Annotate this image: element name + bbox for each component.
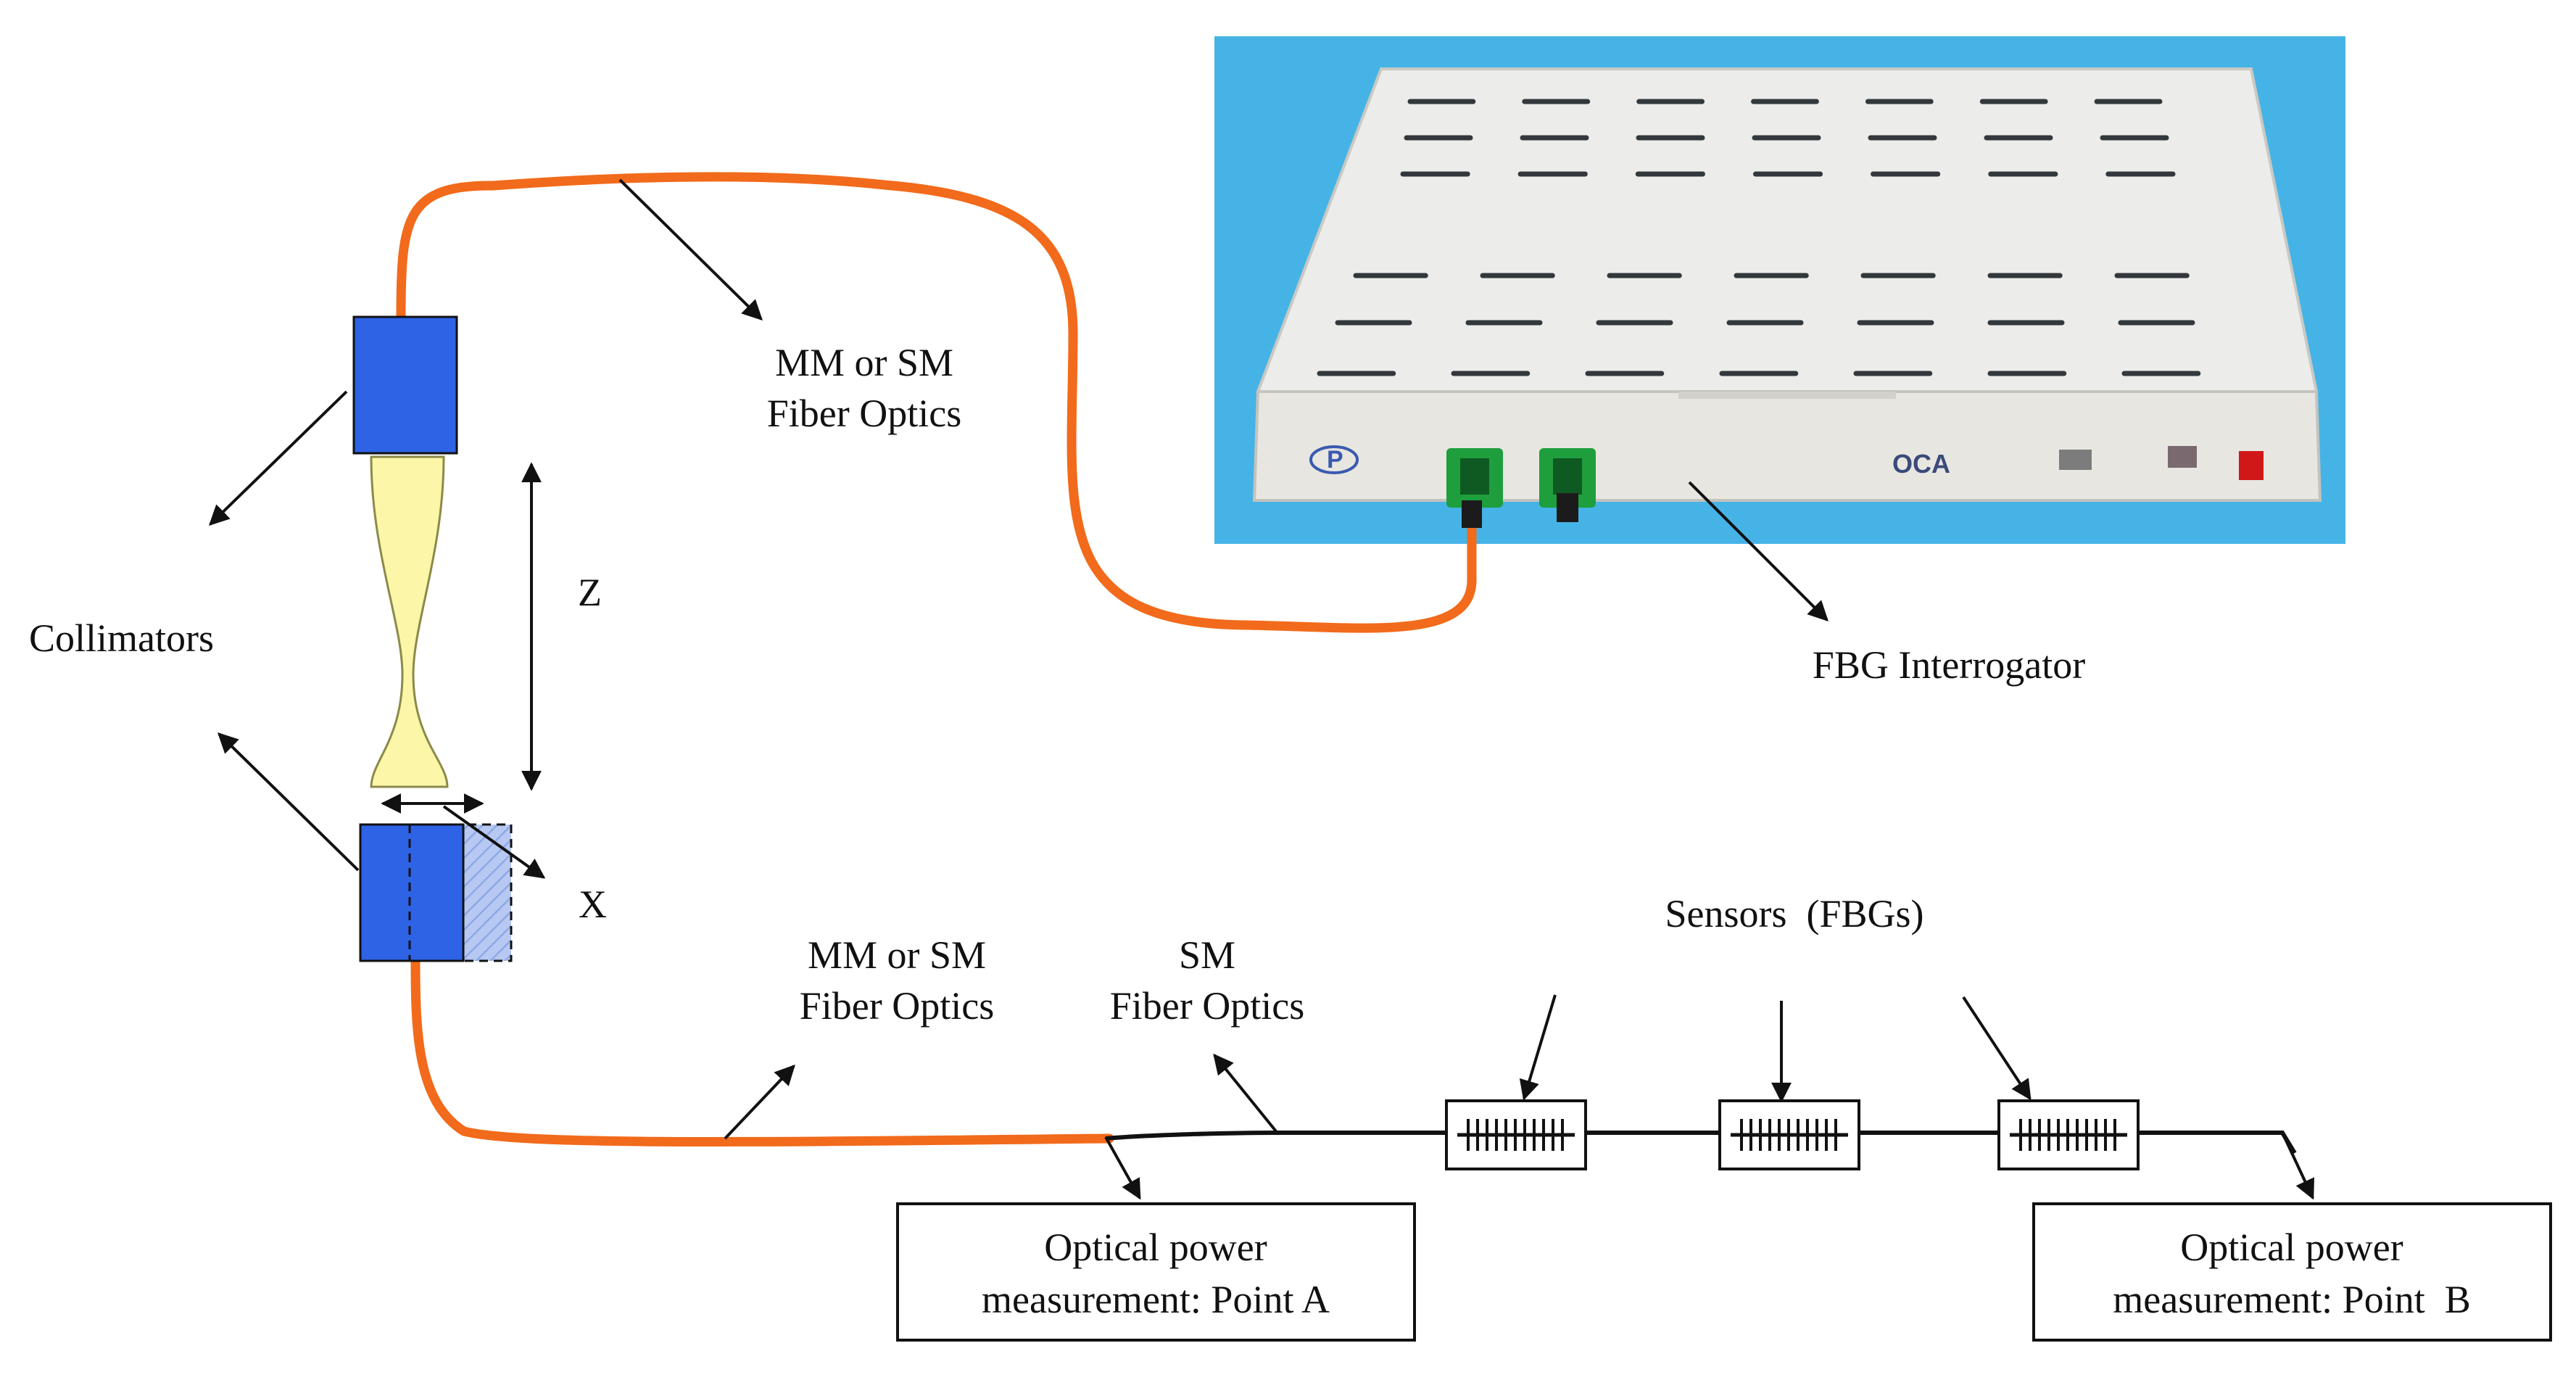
fbg-sensors bbox=[1445, 1099, 2140, 1170]
device-logo: P bbox=[1327, 446, 1343, 474]
vent-slots bbox=[1317, 99, 2201, 376]
fiber-top-label-line1: MM or SM bbox=[775, 341, 953, 384]
x-label-arrow bbox=[442, 805, 546, 879]
fiber-plug bbox=[1462, 500, 1482, 528]
collimator-bottom-arrow bbox=[217, 732, 360, 872]
collimator-top-arrow bbox=[208, 390, 348, 526]
optical-beam bbox=[370, 455, 449, 788]
collimator-top bbox=[352, 315, 458, 455]
fiber-bottom-sm-arrow bbox=[1213, 1053, 1277, 1133]
device-lid bbox=[1256, 67, 2319, 393]
fiber-top-label-line2: Fiber Optics bbox=[767, 392, 961, 435]
point-a-label-line2: measurement: Point A bbox=[982, 1278, 1330, 1321]
collimators-label: Collimators bbox=[29, 616, 214, 660]
point-b-box bbox=[2032, 1202, 2552, 1342]
fiber-bottom-orange bbox=[410, 956, 1114, 1146]
fiber-bottom-mm-label-line1: MM or SM bbox=[808, 933, 986, 977]
point-a-arrow bbox=[1104, 1136, 1141, 1200]
fiber-bottom-sm-label-line1: SM bbox=[1179, 933, 1235, 977]
fiber-bottom-mm-arrow bbox=[724, 1064, 795, 1140]
point-b-label-line2: measurement: Point B bbox=[2113, 1278, 2470, 1321]
fiber-bottom-sm-label-line2: Fiber Optics bbox=[1110, 984, 1304, 1028]
collimator-bottom bbox=[359, 823, 465, 962]
fbg-interrogator-device: P OCA bbox=[1214, 36, 2345, 544]
power-switch bbox=[2239, 451, 2264, 480]
x-axis-label: X bbox=[579, 883, 607, 926]
sensors-label: Sensors (FBGs) bbox=[1665, 892, 1923, 935]
usb-port-1 bbox=[2059, 450, 2092, 470]
device-panel-mark: OCA bbox=[1892, 449, 1950, 479]
fiber-top-arrow bbox=[618, 178, 763, 321]
point-b-arrow bbox=[2281, 1132, 2315, 1200]
sensor-arrow-3 bbox=[1962, 996, 2032, 1101]
device-front-panel bbox=[1252, 390, 2322, 502]
interrogator-arrow bbox=[1688, 481, 1829, 621]
fiber-sm-black bbox=[1105, 1131, 2297, 1154]
point-a-label-line1: Optical power bbox=[1044, 1226, 1267, 1269]
usb-port-2 bbox=[2168, 446, 2197, 468]
interrogator-label: FBG Interrogator bbox=[1813, 643, 2085, 687]
fiber-bottom-mm-label-line2: Fiber Optics bbox=[800, 984, 994, 1028]
point-b-label-line1: Optical power bbox=[2180, 1226, 2403, 1269]
point-a-box bbox=[896, 1202, 1416, 1342]
fiber-top-orange bbox=[396, 172, 1477, 633]
sensor-arrow-1 bbox=[1519, 994, 1557, 1101]
z-axis-label: Z bbox=[578, 571, 602, 614]
